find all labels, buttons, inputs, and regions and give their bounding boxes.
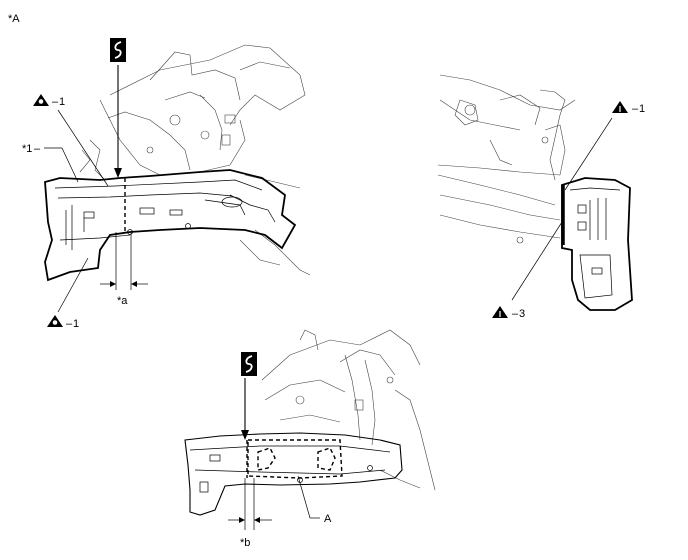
svg-text:1: 1 xyxy=(73,318,79,330)
svg-text:–: – xyxy=(512,308,519,320)
callout-weld-bottom: – 1 xyxy=(47,257,89,330)
callout-part-1: *1 – xyxy=(22,143,79,183)
dimension-a-label: *a xyxy=(117,295,128,307)
dimension-b-label: *b xyxy=(240,537,250,549)
callout-weld-right-bottom: I – 3 xyxy=(492,221,563,320)
svg-text:I: I xyxy=(619,105,621,114)
body-structure-background-right xyxy=(437,74,576,244)
figure-label: *A xyxy=(8,13,20,25)
plug-weld-triangle-icon xyxy=(33,94,49,106)
side-member-part-bottom xyxy=(184,432,403,516)
plug-weld-triangle-icon xyxy=(47,315,63,327)
svg-text:I: I xyxy=(499,310,501,319)
side-member-part-right xyxy=(561,177,633,311)
cut-line-icon xyxy=(110,38,126,62)
svg-text:–: – xyxy=(52,96,59,108)
body-structure-background-bottom xyxy=(261,329,436,491)
side-member-part xyxy=(44,169,297,282)
callout-weld-top: – 1 xyxy=(33,94,109,187)
svg-text:–: – xyxy=(66,318,73,330)
spot-weld-triangle-icon: I xyxy=(612,101,628,114)
svg-text:3: 3 xyxy=(519,308,525,320)
body-structure-background xyxy=(79,44,311,276)
svg-text:*1: *1 xyxy=(22,143,32,155)
svg-text:–: – xyxy=(34,143,41,155)
svg-text:–: – xyxy=(632,103,639,115)
bottom-view: *b A xyxy=(184,329,436,549)
svg-text:1: 1 xyxy=(639,103,645,115)
right-view: I – 1 I – 3 xyxy=(437,74,645,320)
top-left-view: *a – 1 *1 – – 1 xyxy=(22,38,311,330)
region-a-label: A xyxy=(324,513,332,525)
spot-weld-triangle-icon: I xyxy=(492,306,508,319)
reinforcement-region-a xyxy=(247,439,343,479)
callout-weld-right-top: I – 1 xyxy=(564,101,645,191)
svg-text:1: 1 xyxy=(59,96,65,108)
cut-line-icon xyxy=(241,352,257,376)
